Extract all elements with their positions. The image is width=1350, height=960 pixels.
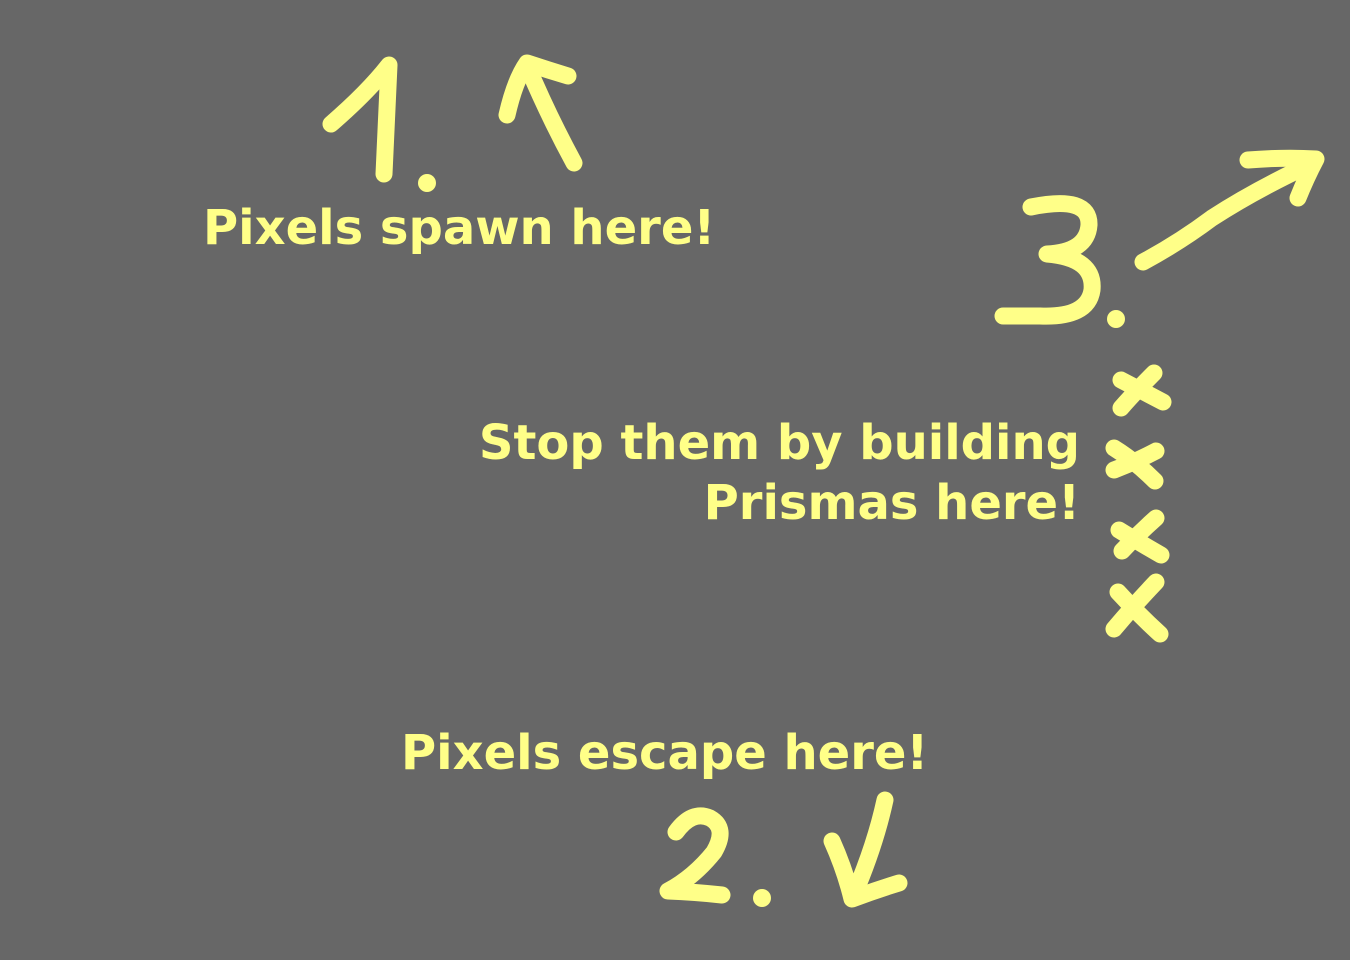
arrow-down-icon: [823, 791, 908, 908]
x-mark-icon: [1105, 573, 1169, 643]
arrow-up-right-icon: [1134, 149, 1325, 271]
x-mark-icon: [1110, 509, 1170, 564]
build-hint-text: Stop them by building Prismas here!: [479, 413, 1080, 533]
step-2-marker: 2.: [659, 807, 771, 907]
build-spot-list: [1105, 364, 1172, 643]
build-hint-line-2: Prismas here!: [703, 475, 1080, 531]
step-1-marker: 1.: [322, 56, 436, 192]
build-hint-line-1: Stop them by building: [478, 415, 1080, 471]
x-mark-icon: [1112, 364, 1172, 417]
arrow-up-icon: [498, 54, 583, 172]
step-3-marker: 3.: [994, 195, 1125, 328]
spawn-hint-text: Pixels spawn here!: [203, 200, 716, 256]
x-mark-icon: [1105, 439, 1165, 490]
escape-hint-text: Pixels escape here!: [401, 725, 929, 781]
